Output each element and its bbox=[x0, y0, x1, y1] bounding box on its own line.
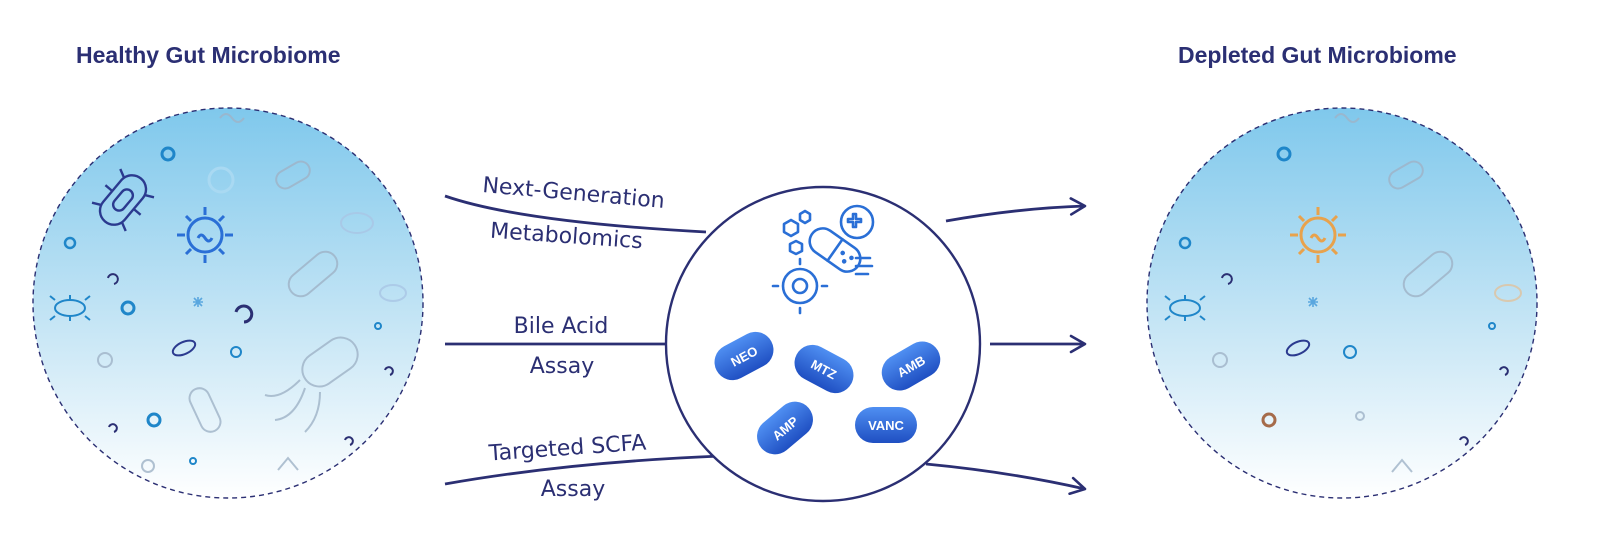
healthy-microbiome-title: Healthy Gut Microbiome bbox=[76, 42, 341, 68]
arrow-right-icon bbox=[945, 197, 1087, 223]
medical-cross-icon bbox=[839, 204, 875, 240]
pill-amb: AMB bbox=[881, 341, 941, 391]
hexagon-molecule-icon bbox=[782, 209, 812, 256]
rod-bacterium-icon bbox=[91, 168, 155, 232]
pill-vanc-label: VANC bbox=[868, 418, 904, 433]
depleted-microbiome-title: Depleted Gut Microbiome bbox=[1178, 42, 1457, 68]
target-bacteria-icon bbox=[771, 257, 829, 315]
assay-middle-line1: Bile Acid bbox=[514, 314, 609, 339]
spiky-bacterium-icon bbox=[49, 295, 91, 321]
depleted-gut-circle bbox=[1146, 107, 1538, 499]
output-arrows bbox=[925, 197, 1087, 496]
pill-vanc: VANC bbox=[855, 407, 917, 443]
healthy-gut-circle bbox=[32, 107, 424, 499]
assay-middle-line2: Assay bbox=[530, 354, 594, 379]
faded-bacteria-icon bbox=[97, 113, 407, 473]
assay-connectors bbox=[444, 194, 722, 486]
assay-top-line1: Next-Generation bbox=[481, 173, 665, 214]
pill-mtz: MTZ bbox=[794, 344, 854, 394]
medicine-icon-group bbox=[771, 204, 875, 315]
virus-icon bbox=[177, 207, 233, 263]
assay-bottom-line2: Assay bbox=[541, 477, 605, 502]
antibiotic-treatment-circle: NEO MTZ AMB AMP VANC bbox=[664, 185, 982, 503]
pill-neo: NEO bbox=[714, 331, 774, 381]
assay-top-line2: Metabolomics bbox=[489, 219, 643, 255]
arrow-right-icon bbox=[925, 462, 1087, 496]
depleted-virus-icon bbox=[1290, 207, 1346, 263]
pill-amp: AMP bbox=[757, 401, 813, 455]
